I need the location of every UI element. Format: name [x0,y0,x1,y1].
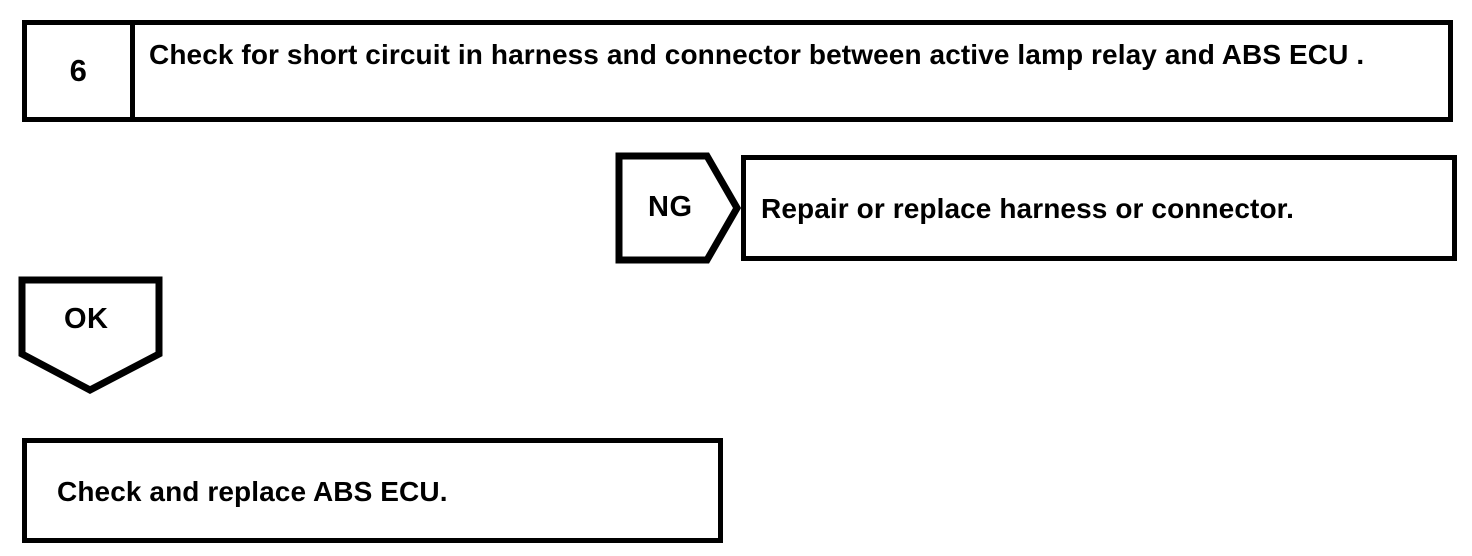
step-number-cell: 6 [27,25,135,117]
ok-branch-arrow [18,276,163,394]
ng-action-text: Repair or replace harness or connector. [761,193,1294,224]
ok-action-box: Check and replace ABS ECU. [22,438,723,543]
step-instruction-text: Check for short circuit in harness and c… [149,39,1365,70]
ng-action-box: Repair or replace harness or connector. [741,155,1457,261]
ng-branch-arrow [615,152,741,264]
step-number: 6 [69,53,88,88]
ok-action-text: Check and replace ABS ECU. [57,476,448,507]
step-box: 6 Check for short circuit in harness and… [22,20,1453,122]
ok-branch-label: OK [64,303,109,335]
ng-branch-label: NG [648,191,693,223]
